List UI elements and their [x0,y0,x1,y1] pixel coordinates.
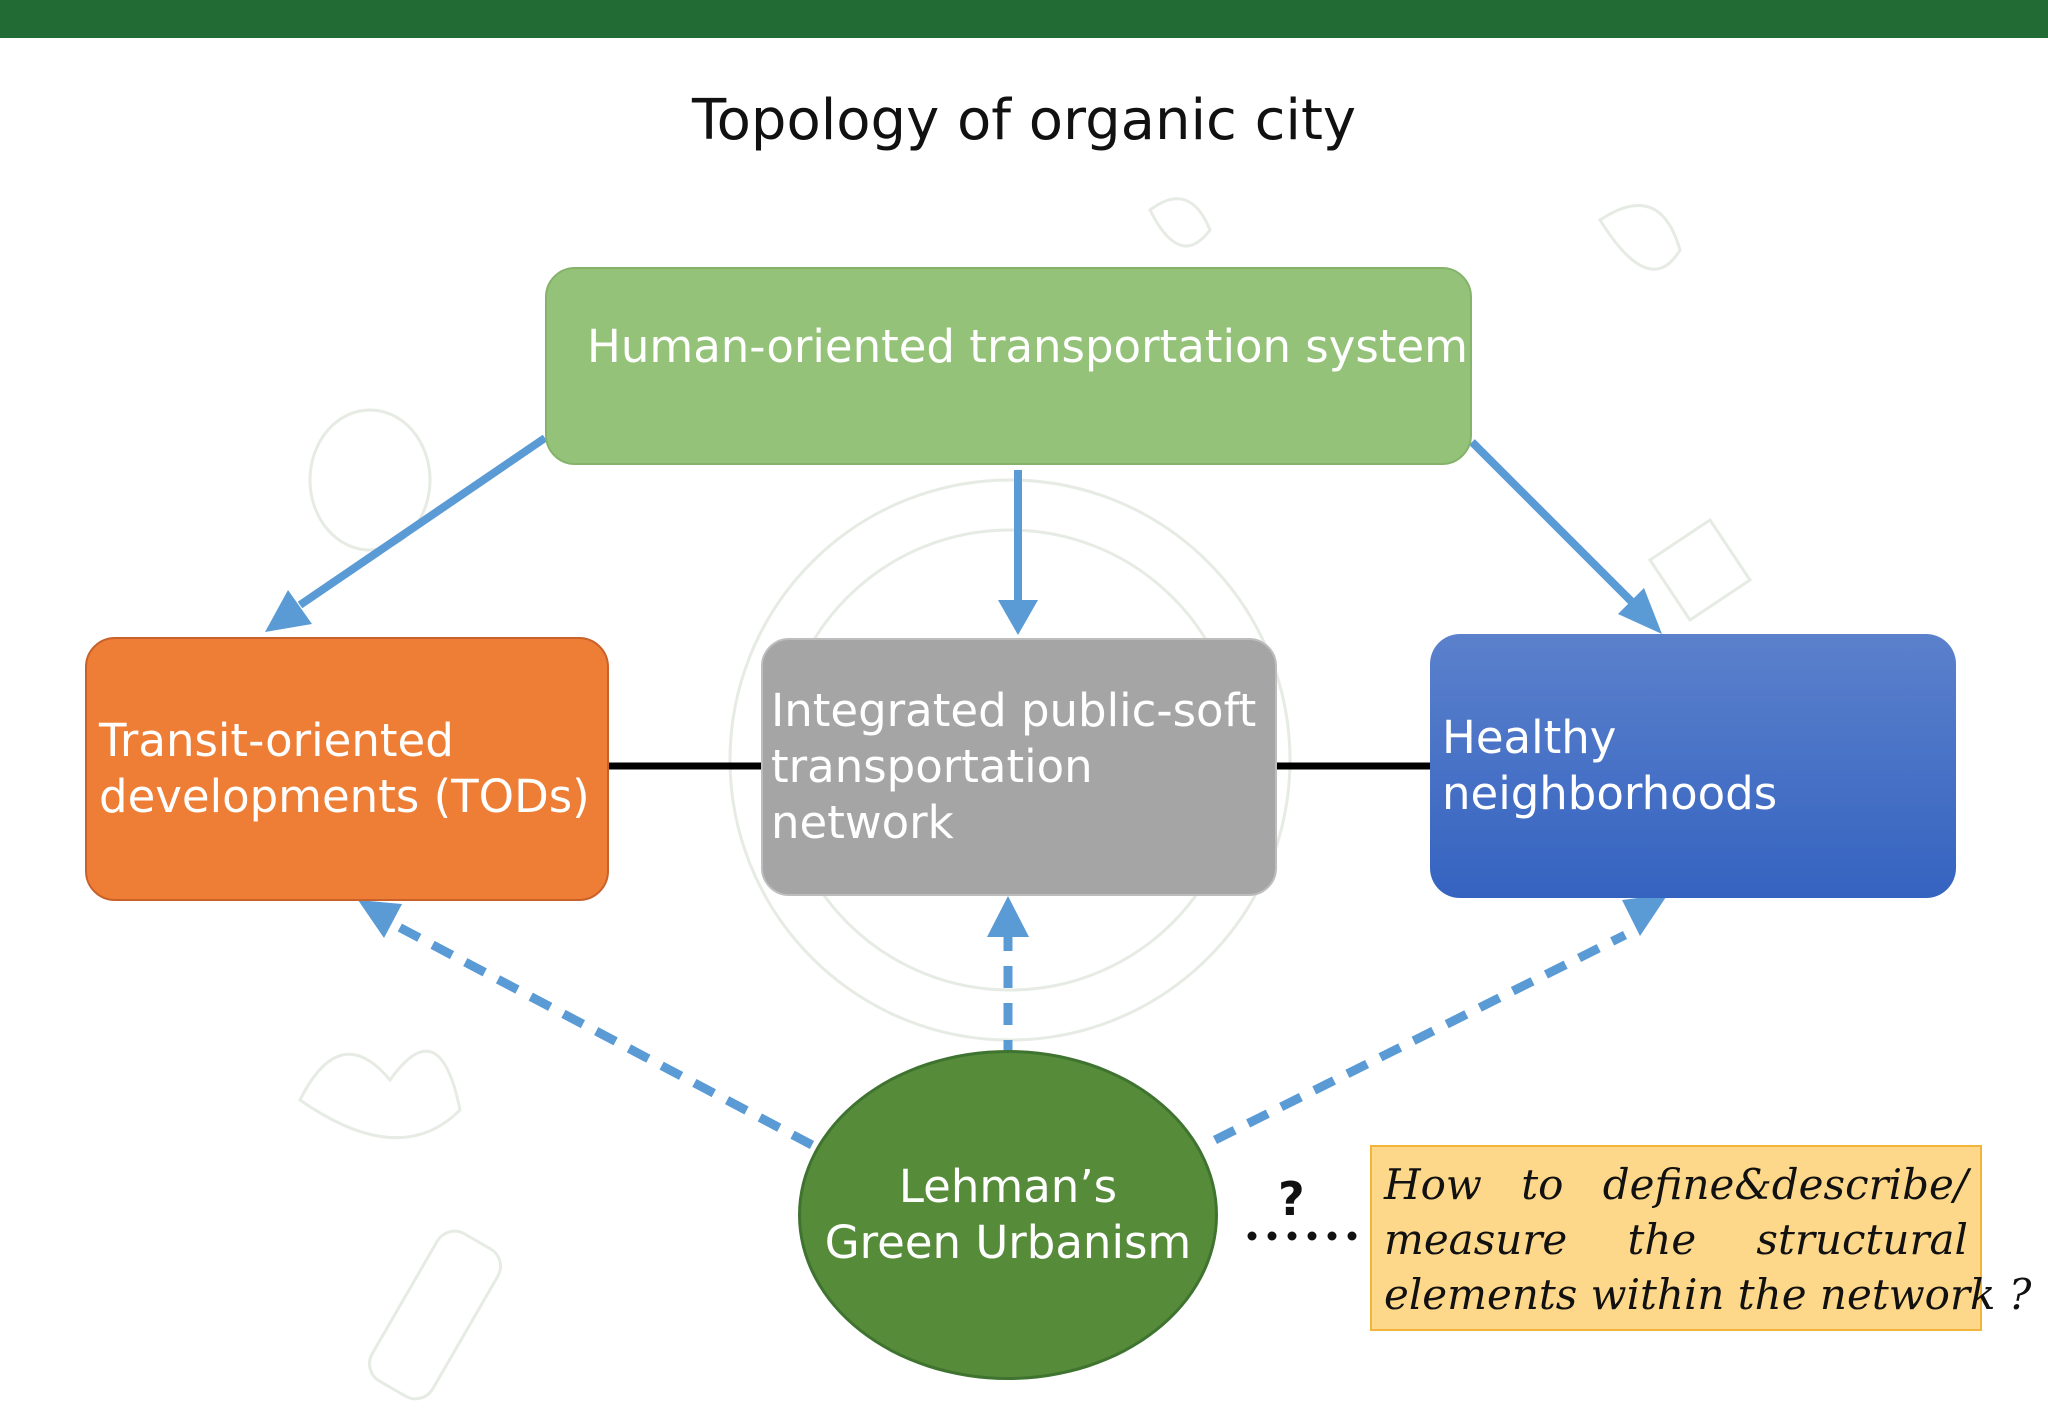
node-label-line-1: Transit-oriented [99,714,454,767]
arrow-top-to-healthy-head [1618,588,1662,634]
node-human-oriented-transportation: Human-oriented transportation system [545,267,1472,465]
arrow-top-to-healthy [1469,439,1635,605]
dotted-connector [1247,1231,1357,1241]
arrow-top-to-tod [297,434,548,609]
dashed-arrow-to-tod [392,921,815,1149]
dashed-arrow-to-healthy-head [1622,894,1668,936]
node-label: Healthy neighborhoods [1442,711,1778,820]
node-label-line-2: Green Urbanism [824,1216,1192,1269]
diagram-title: Topology of organic city [691,88,1357,153]
node-transit-oriented-developments: Transit-oriented developments (TODs) [85,637,609,901]
research-question-box: How to define&describe/ measure the stru… [1370,1145,2032,1331]
question-line-1: How to define&describe/ [1384,1160,1968,1209]
question-mark: ? [1278,1172,1305,1226]
node-integrated-network: Integrated public-soft transportation ne… [761,638,1277,896]
question-line-3: elements within the network ? [1384,1270,2032,1319]
node-label-line-1: Integrated public-soft [771,684,1257,737]
node-label-line-1: Lehman’s [898,1160,1118,1213]
node-label-line-2: transportation network [771,740,1093,849]
dashed-arrow-to-healthy [1212,930,1628,1145]
node-label: Human-oriented transportation system [587,320,1468,373]
arrow-top-to-network-head [998,600,1038,635]
dashed-arrow-to-tod-head [358,900,402,938]
dashed-arrow-to-network-head [987,896,1029,937]
arrow-top-to-tod-head [265,590,312,632]
node-label-line-2: developments (TODs) [99,770,590,823]
node-lehmans-green-urbanism: Lehman’s Green Urbanism [798,1050,1218,1380]
node-healthy-neighborhoods: Healthy neighborhoods [1430,634,1956,898]
question-line-2: measure the structural [1384,1215,1968,1264]
header-bar [0,0,2048,38]
